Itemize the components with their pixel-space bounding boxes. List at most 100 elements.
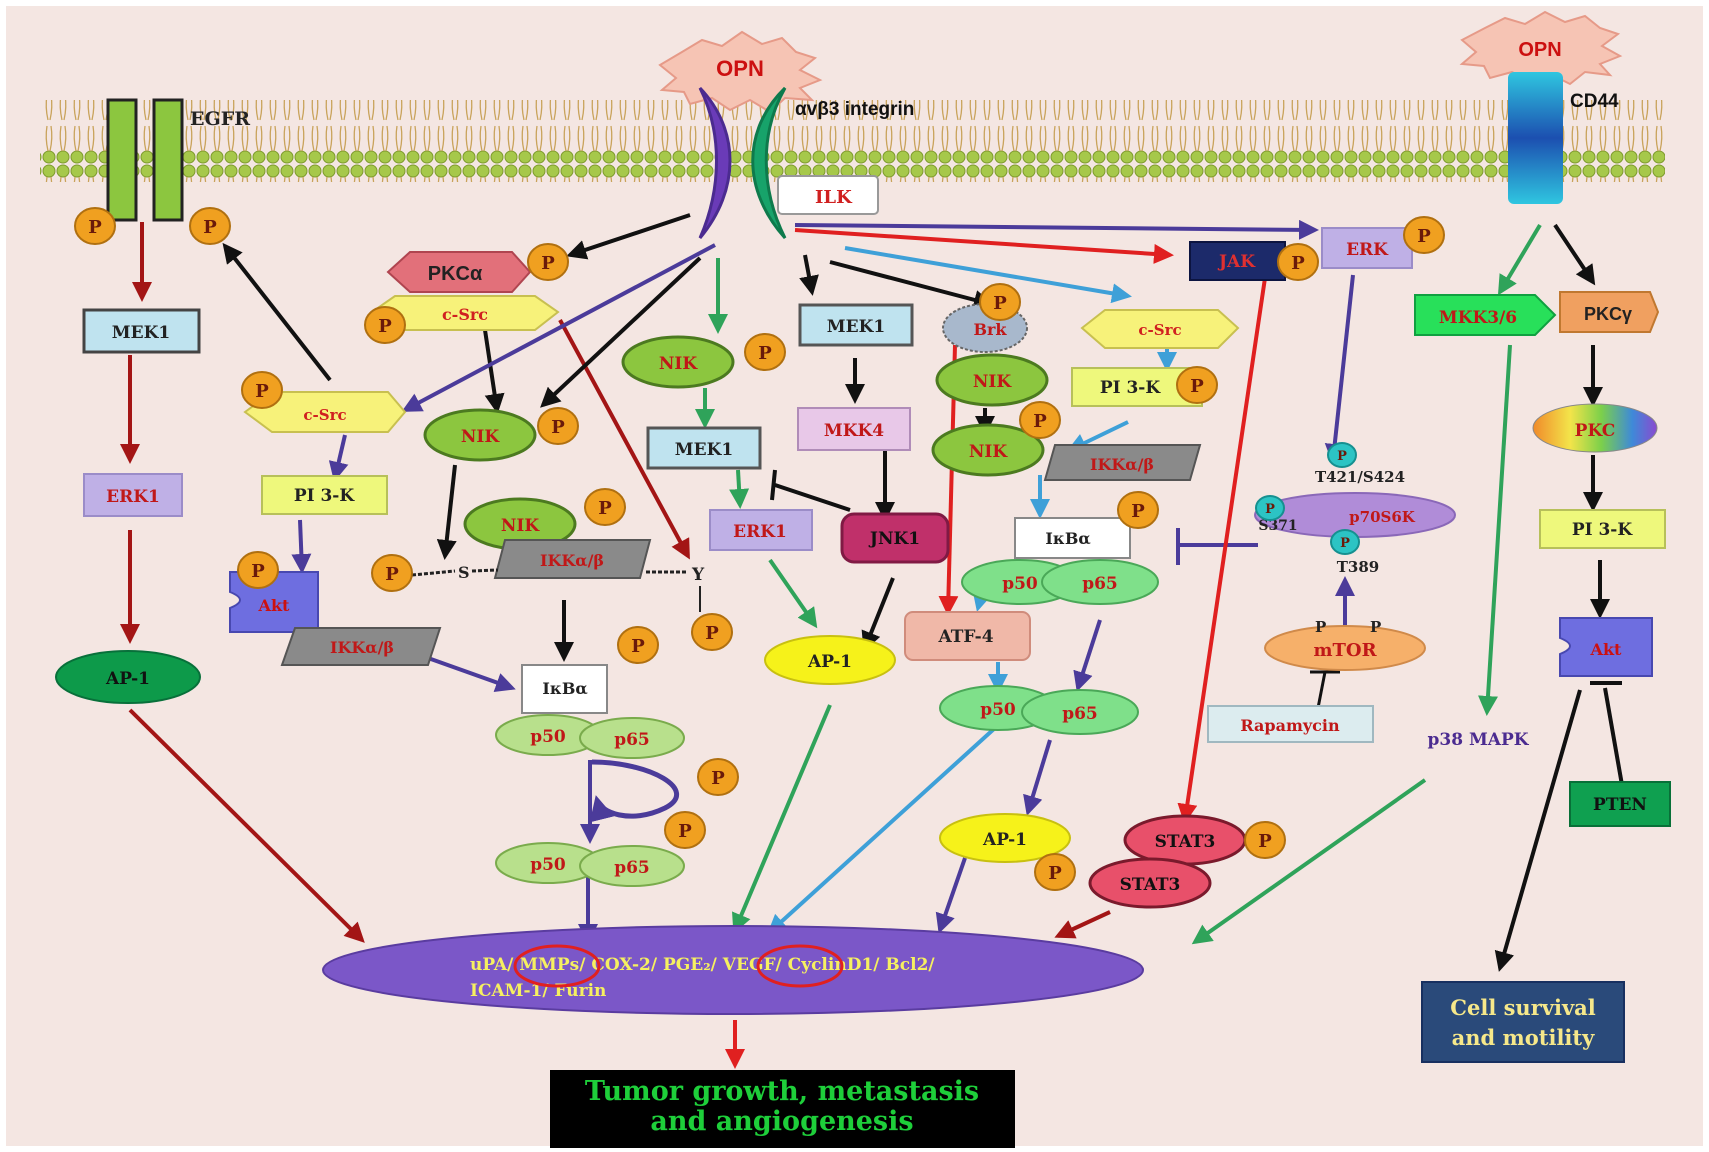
s371-label: S371 [1258, 518, 1297, 534]
p50-p65-c: p50 p65 [961, 559, 1159, 605]
nik-node-5: NIK [931, 423, 1045, 477]
arrow-erk-p70s6k [1324, 274, 1355, 464]
arrow-ap1-targets [128, 708, 365, 943]
vegf-highlight [756, 944, 844, 988]
t389-label: T389 [1337, 558, 1379, 576]
p50-p65-a: p50 p65 [495, 714, 685, 759]
arrow-mek1-erk1-green [729, 469, 750, 509]
phospho-badge: P [617, 626, 659, 664]
cell-survival-line1: Cell survival [1450, 995, 1595, 1020]
ikba-mid-label: IκBα [542, 679, 587, 698]
p50-d-label: p50 [980, 700, 1016, 720]
phospho-label: P [541, 253, 555, 274]
target-genes-line1: uPA/ MMPs/ COX-2/ PGE₂/ VEGF/ CyclinD1/ … [470, 955, 935, 975]
mek1-left-node: MEK1 [82, 308, 201, 354]
pkc-node: PKC [1532, 403, 1658, 453]
phospho-label: P [1190, 376, 1204, 397]
akt-far-label: Akt [1590, 640, 1623, 659]
arrow-erk1-ap1-green [768, 558, 818, 629]
mek1-mid-node: MEK1 [798, 303, 914, 347]
c-src-right-node: c-Src [1080, 309, 1240, 349]
p50-a-label: p50 [530, 727, 566, 747]
arrow-integrin-pkca [566, 213, 691, 260]
p50-p65-d: p50 p65 [939, 685, 1139, 735]
arrow-jak-stat3 [1177, 277, 1267, 824]
integrin-label: αvβ3 integrin [795, 99, 914, 120]
opn-right-label: OPN [1518, 39, 1561, 61]
target-genes-ellipse [322, 925, 1144, 1015]
phospho-label: P [1131, 501, 1145, 522]
integrin-alpha-arc [698, 86, 732, 239]
p65-b-label: p65 [614, 858, 650, 878]
phospho-label: P [631, 636, 645, 657]
jak-node: JAK [1189, 241, 1286, 281]
inhibit-pten-akt [1603, 687, 1624, 786]
phospho-badge: P [1019, 401, 1061, 439]
arrow-ap1-targets-right [935, 857, 967, 934]
mek1-mid-label: MEK1 [827, 317, 885, 337]
akt-left-label: Akt [258, 596, 291, 615]
ikk-left-label: IKKα/β [330, 638, 394, 657]
p65-d-label: p65 [1062, 704, 1098, 724]
ikk-mid-label: IKKα/β [540, 551, 604, 570]
phospho-badge: P [1117, 491, 1159, 529]
mkk36-label: MKK3/6 [1439, 308, 1517, 328]
phospho-label: P [551, 417, 565, 438]
phospho-badge: P [74, 207, 116, 245]
jnk1-node: JNK1 [840, 512, 950, 564]
phospho-badge: P [537, 407, 579, 445]
mek1-mid2-node: MEK1 [646, 426, 762, 470]
stat3-b-label: STAT3 [1120, 875, 1181, 895]
rapamycin-node: Rapamycin [1207, 705, 1374, 743]
arrow-p50p65-ap1-right [1023, 739, 1052, 816]
cell-survival-outcome: Cell survival and motility [1421, 981, 1625, 1063]
nik-2-label: NIK [501, 516, 540, 536]
phospho-badge: P [1403, 216, 1445, 254]
phospho-badge: P [584, 488, 626, 526]
atf4-label: ATF-4 [937, 627, 993, 647]
phospho-label: P [711, 768, 725, 789]
arrow-ap1-targets-green [732, 704, 832, 934]
nik-node-1: NIK [423, 408, 537, 462]
mtor-phospho-label: P [1370, 618, 1381, 636]
phospho-label: P [1417, 226, 1431, 247]
phospho-label: P [88, 217, 102, 238]
pkcy-label: PKCγ [1584, 304, 1632, 324]
phospho-badge: P [364, 306, 406, 344]
ikk-right-label: IKKα/β [1090, 455, 1154, 474]
ap1-mid-node: AP-1 [764, 635, 896, 685]
phospho-badge: P [1255, 495, 1285, 521]
stat3-a-node: STAT3 [1123, 814, 1247, 866]
pi3k-right-label: PI 3-K [1100, 378, 1162, 398]
phospho-badge: P [237, 551, 279, 589]
cd44-body [1508, 72, 1563, 204]
arrow-integrin-erk [794, 219, 1319, 240]
phospho-badge: P [697, 758, 739, 796]
cell-survival-line2: and motility [1452, 1025, 1595, 1050]
arrow-nik-ikk-serine [436, 464, 457, 560]
ikk-mid-node: IKKα/β [493, 539, 652, 579]
cd44-label: CD44 [1570, 91, 1619, 112]
nik-node-3: NIK [621, 335, 735, 389]
phospho-badge: P [189, 207, 231, 245]
phospho-label: P [203, 217, 217, 238]
p65-a-label: p65 [614, 730, 650, 750]
arrow-akt-cell-survival [1494, 689, 1582, 972]
pi3k-far-label: PI 3-K [1572, 520, 1634, 540]
rapamycin-label: Rapamycin [1240, 716, 1340, 735]
opn-right: OPN [1459, 10, 1623, 86]
ap1-mid-label: AP-1 [807, 652, 852, 672]
cd44-receptor: CD44 [1508, 72, 1619, 204]
pi3k-left-node: PI 3-K [261, 475, 388, 515]
phospho-badge: P [664, 811, 706, 849]
arrow-csrc-pi3k-left [328, 434, 349, 482]
phospho-badge: P [371, 554, 413, 592]
pkc-alpha-label: PKCα [428, 263, 483, 285]
phospho-badge: P [691, 613, 733, 651]
pi3k-far-node: PI 3-K [1539, 509, 1666, 549]
arrow-cd44-pkcy [1553, 223, 1596, 286]
tumor-outcome-line1: Tumor growth, metastasis [585, 1076, 979, 1107]
phospho-badge: P [1327, 442, 1357, 468]
opn-right-burst [1459, 10, 1623, 86]
